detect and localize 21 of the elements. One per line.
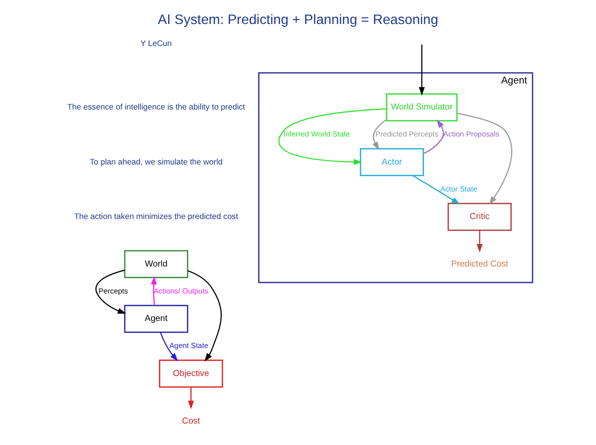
arrow xyxy=(160,332,178,362)
arrow xyxy=(188,270,222,362)
node-text: Cost xyxy=(182,415,200,426)
arrow xyxy=(456,112,512,205)
node-text: Predicted Cost xyxy=(451,258,508,268)
arrow xyxy=(412,175,460,204)
arrow xyxy=(188,387,194,410)
arrow xyxy=(372,119,387,150)
arrow xyxy=(423,120,444,154)
arrow xyxy=(476,230,483,252)
node-box: Critic xyxy=(448,202,512,231)
node-box: Objective xyxy=(158,360,224,388)
node-box: World Simulator xyxy=(386,93,458,122)
arrow xyxy=(95,270,126,314)
node-box: Agent xyxy=(124,304,188,333)
node-box: Actor xyxy=(360,148,424,176)
arrow xyxy=(418,44,425,96)
arrow xyxy=(150,276,157,306)
node-box: World xyxy=(124,250,188,278)
diagram-title: AI System: Predicting + Planning = Reasoning xyxy=(158,12,438,28)
arrow xyxy=(278,108,387,165)
